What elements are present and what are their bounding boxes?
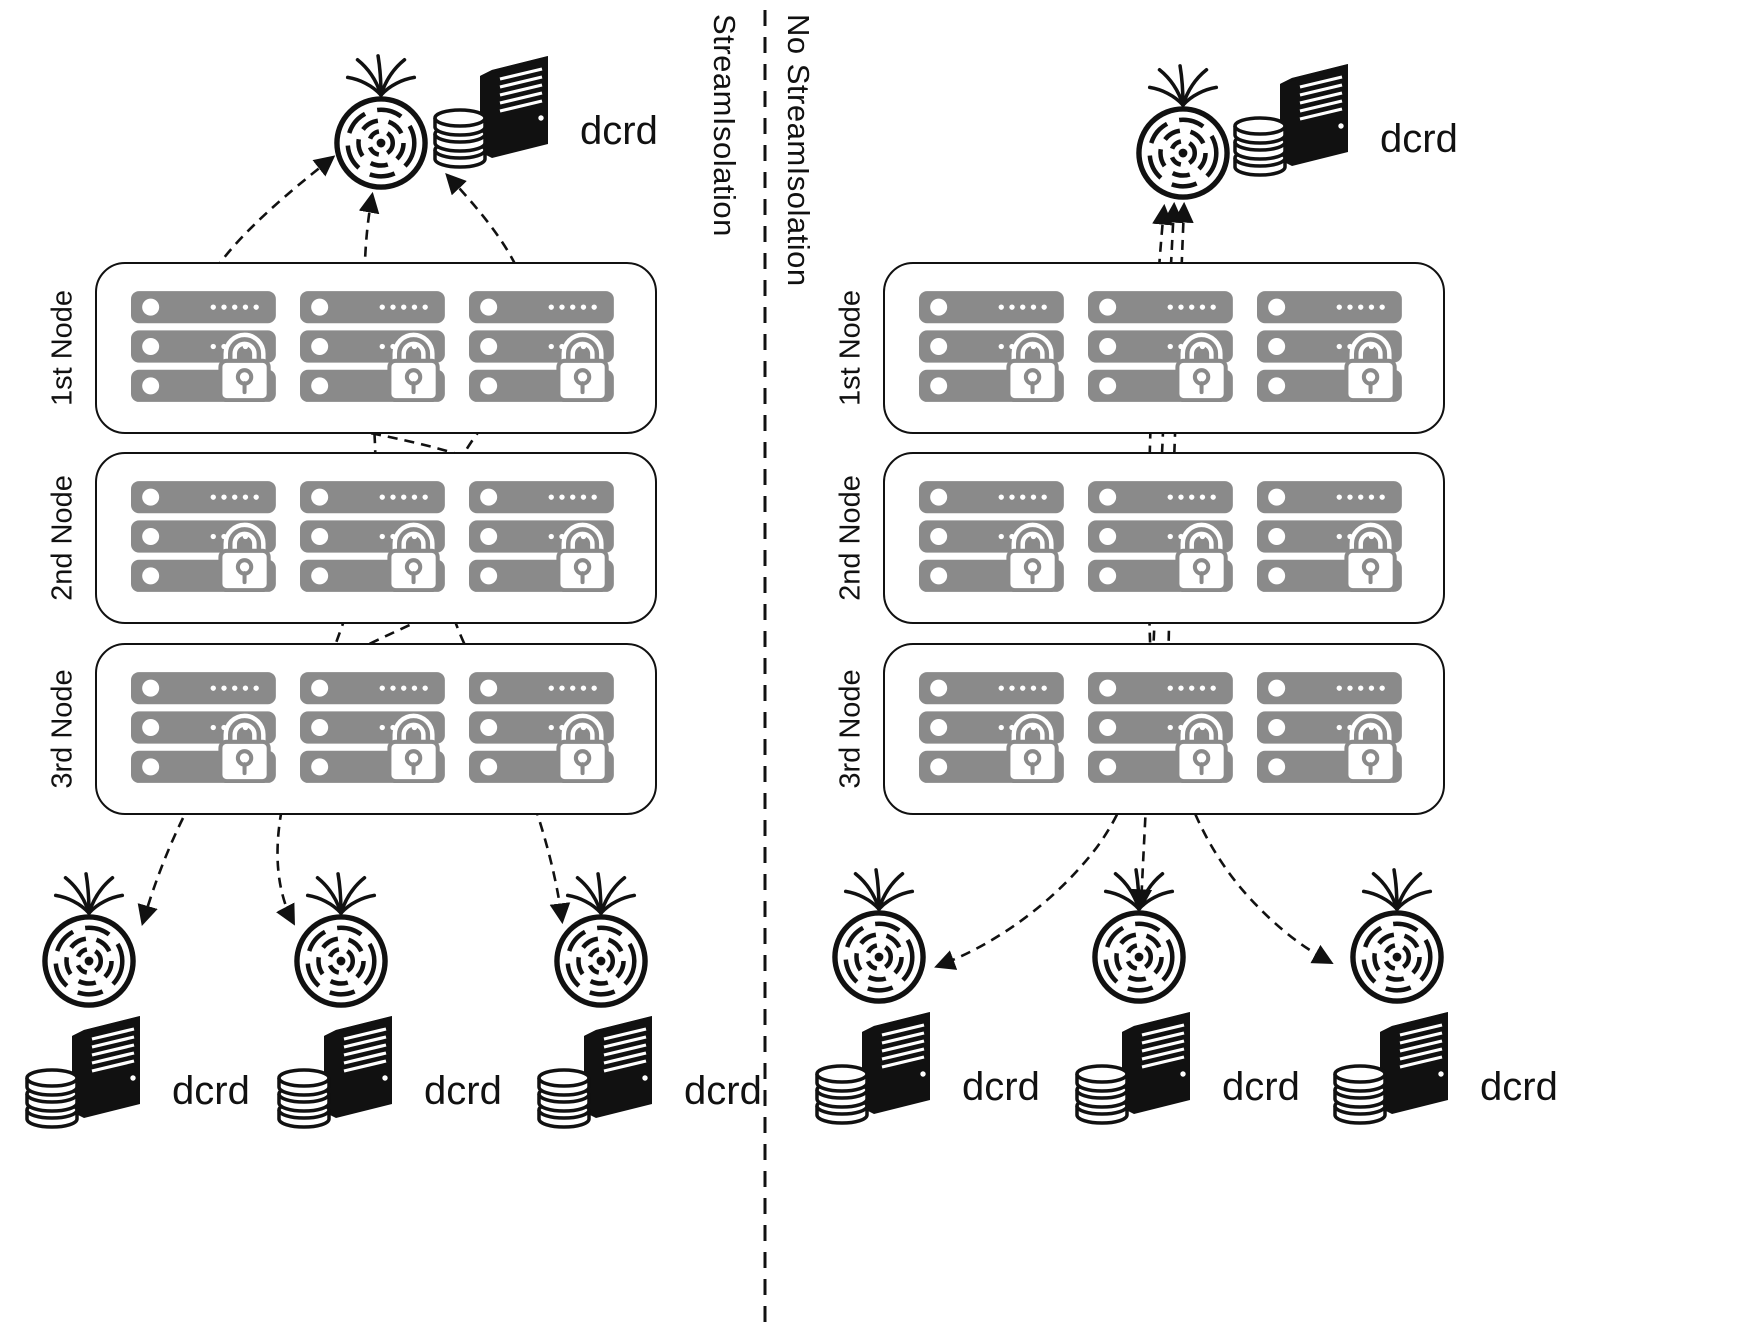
tor-onion-icon bbox=[820, 864, 938, 1006]
relay-node-box-2: 2nd Node bbox=[47, 452, 657, 624]
dcrd-client-server: dcrd bbox=[274, 1004, 502, 1129]
server-rack-with-lock-icon bbox=[469, 672, 621, 783]
server-rack-with-lock-icon bbox=[1257, 291, 1409, 402]
relay-node-box-1: 1st Node bbox=[835, 262, 1445, 434]
server-tower-with-database-icon bbox=[1330, 1000, 1470, 1125]
dcrd-label: dcrd bbox=[962, 1065, 1040, 1109]
server-tower-with-database-icon bbox=[812, 1000, 952, 1125]
server-rack-with-lock-icon bbox=[300, 481, 452, 592]
panel-title-stream-isolation: StreamIsolation bbox=[707, 14, 742, 237]
dcrd-client-server: dcrd bbox=[1072, 1000, 1300, 1125]
server-rack-with-lock-icon bbox=[1257, 481, 1409, 592]
server-rack-with-lock-icon bbox=[300, 291, 452, 402]
server-rack-with-lock-icon bbox=[1088, 672, 1240, 783]
node-label-3rd: 3rd Node bbox=[834, 669, 867, 789]
server-rack-with-lock-icon bbox=[300, 672, 452, 783]
server-tower-with-database-icon bbox=[274, 1004, 414, 1129]
server-rack-with-lock-icon bbox=[131, 672, 283, 783]
server-rack-with-lock-icon bbox=[469, 481, 621, 592]
tor-onion-icon bbox=[1124, 60, 1242, 202]
server-tower-with-database-icon bbox=[22, 1004, 162, 1129]
node-label-2nd: 2nd Node bbox=[46, 475, 79, 601]
dcrd-exit-server: dcrd bbox=[1230, 52, 1458, 177]
relay-node-box-3: 3rd Node bbox=[835, 643, 1445, 815]
relay-node-box-3: 3rd Node bbox=[47, 643, 657, 815]
node-label-2nd: 2nd Node bbox=[834, 475, 867, 601]
relay-node-box-2: 2nd Node bbox=[835, 452, 1445, 624]
relay-node-box-1: 1st Node bbox=[47, 262, 657, 434]
server-rack-with-lock-icon bbox=[469, 291, 621, 402]
dcrd-label: dcrd bbox=[424, 1069, 502, 1113]
dcrd-client-server: dcrd bbox=[812, 1000, 1040, 1125]
tor-onion-icon bbox=[282, 868, 400, 1010]
dcrd-client-server: dcrd bbox=[1330, 1000, 1558, 1125]
server-rack-with-lock-icon bbox=[1088, 291, 1240, 402]
tor-onion-icon bbox=[322, 50, 440, 192]
dcrd-exit-server: dcrd bbox=[430, 44, 658, 169]
server-rack-with-lock-icon bbox=[131, 481, 283, 592]
tor-onion-icon bbox=[1080, 864, 1198, 1006]
server-tower-with-database-icon bbox=[1072, 1000, 1212, 1125]
dcrd-label: dcrd bbox=[684, 1069, 762, 1113]
dcrd-client-server: dcrd bbox=[534, 1004, 762, 1129]
server-tower-with-database-icon bbox=[430, 44, 570, 169]
dcrd-label: dcrd bbox=[1380, 117, 1458, 161]
server-rack-with-lock-icon bbox=[919, 672, 1071, 783]
server-rack-with-lock-icon bbox=[1088, 481, 1240, 592]
tor-onion-icon bbox=[30, 868, 148, 1010]
dcrd-label: dcrd bbox=[172, 1069, 250, 1113]
dcrd-label: dcrd bbox=[1480, 1065, 1558, 1109]
node-label-3rd: 3rd Node bbox=[46, 669, 79, 789]
server-rack-with-lock-icon bbox=[1257, 672, 1409, 783]
server-rack-with-lock-icon bbox=[919, 291, 1071, 402]
server-tower-with-database-icon bbox=[534, 1004, 674, 1129]
dcrd-label: dcrd bbox=[580, 109, 658, 153]
node-label-1st: 1st Node bbox=[46, 289, 79, 407]
server-rack-with-lock-icon bbox=[131, 291, 283, 402]
dcrd-client-server: dcrd bbox=[22, 1004, 250, 1129]
tor-onion-icon bbox=[1338, 864, 1456, 1006]
server-tower-with-database-icon bbox=[1230, 52, 1370, 177]
tor-onion-icon bbox=[542, 868, 660, 1010]
node-label-1st: 1st Node bbox=[834, 289, 867, 407]
panel-title-no-stream-isolation: No StreamIsolation bbox=[781, 14, 816, 287]
dcrd-label: dcrd bbox=[1222, 1065, 1300, 1109]
server-rack-with-lock-icon bbox=[919, 481, 1071, 592]
